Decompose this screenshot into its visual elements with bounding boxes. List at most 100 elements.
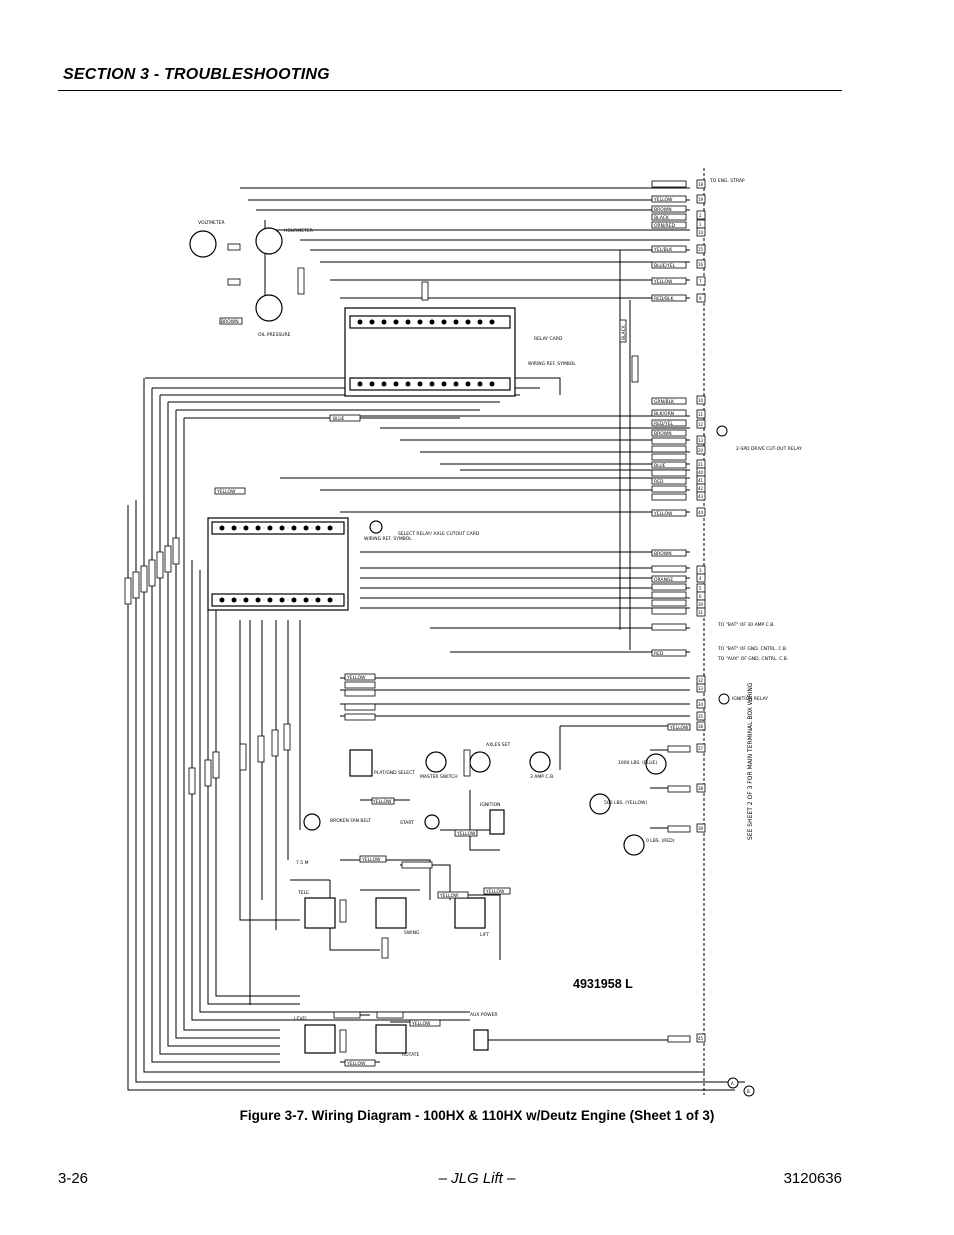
drawing-number: 4931958 L: [573, 977, 633, 991]
wire-tag-red-yel: RED/YEL: [654, 421, 674, 427]
level-label: LEVEL: [294, 1016, 308, 1022]
wire-tag-brown-4: BROWN: [221, 319, 239, 325]
terminal-33: 33: [698, 686, 704, 691]
wire-tag-blue-yel: BLUE/YEL: [654, 263, 676, 269]
select-relay-label: SELECT RELAY/ AXLE CUTOUT CARD: [398, 531, 480, 537]
lbs-1000-label: 1000 LBS. (BLUE): [618, 760, 657, 766]
wire-tag-yellow-9: YELLOW: [361, 857, 381, 863]
wire-tag-blk-orn: BLK/ORN: [654, 411, 674, 417]
terminal-boxes: [696, 179, 706, 1043]
wire-tag-orange: ORANGE: [654, 577, 673, 583]
wire-tag-yellow-12: YELLOW: [411, 1021, 431, 1027]
terminal-18: 18: [698, 182, 704, 187]
to-eng-strap-label: TO ENG. STRAP: [709, 178, 745, 184]
terminal-2: 2: [699, 213, 702, 218]
terminal-15: 15: [698, 247, 704, 252]
cutout-relay-label: 2-SPD DRIVE CUT-OUT RELAY: [736, 446, 802, 452]
terminal-36: 36: [698, 724, 704, 729]
to-bat-gnd-ctrl-label: TO "BAT" OF GND. CNTRL. C.B.: [717, 646, 787, 652]
page-number: 3-26: [58, 1170, 89, 1187]
wire-tag-yellow-6: YELLOW: [346, 675, 366, 681]
terminal-31: 31: [698, 610, 704, 615]
footer-center-text: – JLG Lift –: [438, 1170, 516, 1187]
wire-tag-black-2: BLACK: [621, 324, 627, 340]
gauges: [189, 227, 667, 856]
see-sheet-note: SEE SHEET 2 OF 3 FOR MAIN TERMINAL BOX W…: [747, 682, 754, 840]
master-switch-label: MASTER SWITCH: [420, 774, 458, 780]
wire-tag-grn-blk: GRN/BLK: [654, 399, 675, 405]
lbs-500-label: 500 LBS. (YELLOW): [604, 800, 647, 806]
wire-tag-yellow-11: YELLOW: [485, 889, 505, 895]
wire-tags: [124, 180, 691, 1067]
header-rule: [58, 90, 842, 91]
terminal-34: 34: [698, 702, 704, 707]
wire-tag-yellow-2: YELLOW: [653, 279, 673, 285]
switch-blocks: [304, 749, 505, 1054]
axles-set-label: AXLES SET: [486, 742, 510, 748]
wire-tag-blue-2: BLUE: [333, 416, 345, 422]
wire-tag-yellow-5: YELLOW: [216, 489, 236, 495]
terminal-5: 5: [699, 586, 702, 591]
terminal-19: 19: [698, 197, 704, 202]
oil-pressure-label: OIL PRESSURE: [258, 332, 291, 338]
wire-tag-yellow: YELLOW: [653, 197, 673, 203]
wire-tag-red-blk: RED/BLK: [654, 296, 675, 302]
start-label: START: [400, 820, 414, 826]
figure-caption: Figure 3-7. Wiring Diagram - 100HX & 110…: [239, 1108, 715, 1123]
terminal-45: 45: [698, 1036, 704, 1041]
wire-tag-yel-blk: YEL/BLK: [653, 247, 673, 253]
wire-tag-blue: BLUE: [654, 463, 666, 469]
terminal-11: 11: [698, 412, 704, 417]
wire-tag-yellow-3: YELLOW: [653, 511, 673, 517]
terminal-14: 14: [698, 230, 704, 235]
terminal-4: 4: [699, 576, 702, 581]
terminal-39: 39: [698, 826, 704, 831]
ground-markers: [716, 425, 755, 1097]
wire-tag-brown-3: BROWN: [654, 551, 672, 557]
terminal-32: 32: [698, 678, 704, 683]
terminal-1: 1: [699, 222, 702, 227]
resistor-value-label: 7.5 M: [296, 860, 309, 866]
rotate-label: ROTATE: [402, 1052, 420, 1058]
swing-label: SWING: [404, 930, 420, 936]
terminal-41: 41: [698, 478, 704, 483]
wire-tag-brown-2: BROWN: [654, 431, 672, 437]
wire-tag-yellow-4: YELLOW: [669, 725, 689, 731]
ground-ref-a: A: [731, 1081, 734, 1086]
terminal-9: 9: [699, 296, 702, 301]
terminal-6: 6: [699, 594, 702, 599]
tele-label: TELE.: [297, 890, 310, 896]
terminal-30: 30: [698, 602, 704, 607]
terminal-40: 40: [698, 470, 704, 475]
ignition-relay-label: IGNITION RELAY: [732, 696, 768, 702]
terminal-20: 20: [698, 448, 704, 453]
terminal-38: 38: [698, 786, 704, 791]
to-aux-gnd-ctrl-label: TO "AUX" OF GND. CNTRL. C.B.: [717, 656, 788, 662]
wire-tag-brown: BROWN: [654, 207, 672, 213]
terminal-12: 12: [698, 422, 704, 427]
wire-tag-orn-red: ORN/RED: [654, 223, 676, 229]
lift-label: LIFT: [480, 932, 489, 938]
wiring-ref-symbol-label-2: WIRING REF. SYMBOL: [364, 536, 412, 542]
relay-card-block: [207, 307, 516, 611]
terminal-pins: [219, 319, 495, 603]
terminal-3: 3: [699, 568, 702, 573]
document-number: 3120636: [783, 1170, 842, 1187]
broken-fan-belt-label: BROKEN FAN BELT: [330, 818, 371, 824]
wire-tag-yellow-8: YELLOW: [456, 831, 476, 837]
terminal-21: 21: [698, 462, 704, 467]
ground-ref-b: B: [747, 1089, 750, 1094]
wire-tag-black: BLACK: [654, 215, 670, 221]
hourmeter-label: HOURMETER: [284, 228, 313, 234]
terminal-43: 43: [698, 494, 704, 499]
wire-tag-red-2: RED: [654, 651, 664, 657]
terminal-42: 42: [698, 486, 704, 491]
relay-card-label: RELAY CARD: [534, 336, 563, 342]
lbs-0-label: 0 LBS. (RED): [646, 838, 675, 844]
terminal-35: 35: [698, 714, 704, 719]
terminal-37: 37: [698, 746, 704, 751]
wiring-ref-symbol-label: WIRING REF. SYMBOL: [528, 361, 576, 367]
terminal-7: 7: [699, 279, 702, 284]
wire-tag-yellow-7: YELLOW: [372, 799, 392, 805]
